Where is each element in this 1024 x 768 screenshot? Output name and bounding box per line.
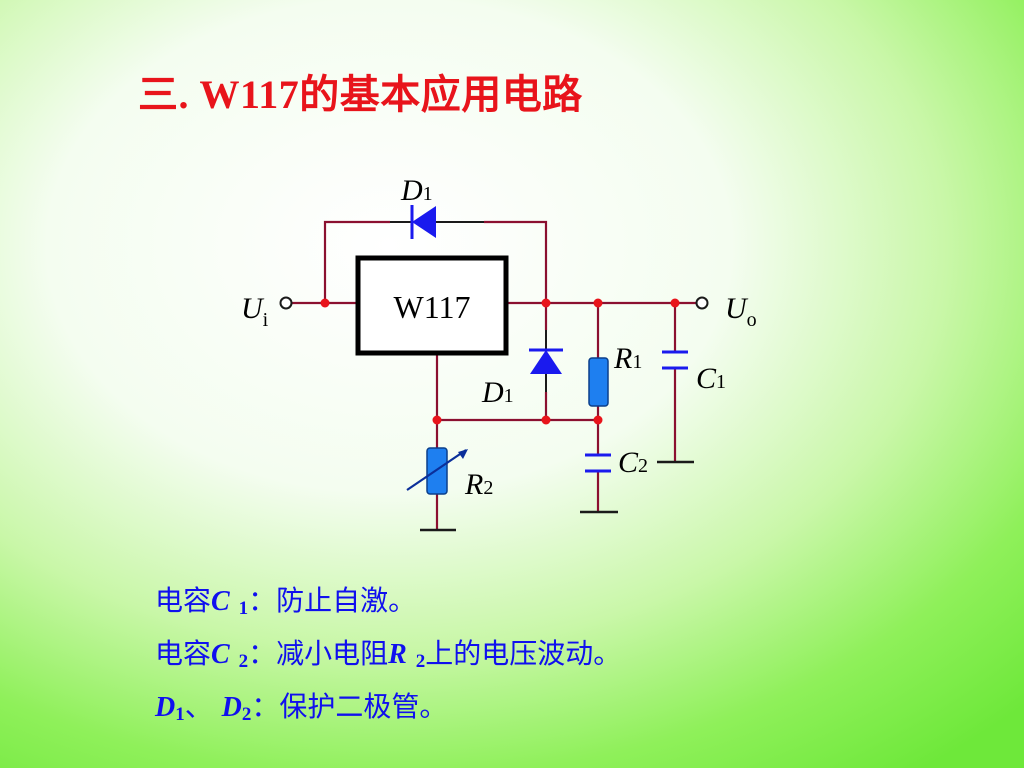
label-c1: C1 xyxy=(696,362,726,395)
resistor-r1 xyxy=(588,357,609,407)
label-d1-mid: D1 xyxy=(481,376,514,409)
input-terminal xyxy=(279,296,293,310)
notes-block: 电容C 1：防止自激。 电容C 2：减小电阻R 2上的电压波动。 D1、 D2：… xyxy=(155,578,621,737)
capacitor-c1 xyxy=(662,350,688,370)
label-input: Ui xyxy=(241,292,269,331)
diode-d1-mid xyxy=(529,330,563,392)
wires xyxy=(292,220,696,530)
note-c1: 电容C 1：防止自激。 xyxy=(155,584,417,619)
label-d1-top: D1 xyxy=(400,174,433,207)
label-output: Uo xyxy=(725,292,757,331)
label-c2: C2 xyxy=(618,446,648,479)
circuit-diagram: W117 D1 xyxy=(241,174,757,532)
note-c2: 电容C 2：减小电阻R 2上的电压波动。 xyxy=(155,637,622,672)
diode-d1-top xyxy=(390,205,484,239)
ground-symbols xyxy=(420,460,694,532)
regulator-box xyxy=(355,255,509,356)
label-r2: R2 xyxy=(464,468,493,501)
label-r1: R1 xyxy=(613,342,642,375)
junction-dots xyxy=(320,298,680,425)
output-terminal xyxy=(695,296,709,310)
slide-title: 三. W117的基本应用电路 xyxy=(138,72,583,117)
capacitor-c2 xyxy=(585,453,611,473)
resistor-r2 xyxy=(406,447,468,495)
note-diodes: D1、 D2：保护二极管。 xyxy=(155,690,448,725)
regulator-label: W117 xyxy=(393,289,470,325)
